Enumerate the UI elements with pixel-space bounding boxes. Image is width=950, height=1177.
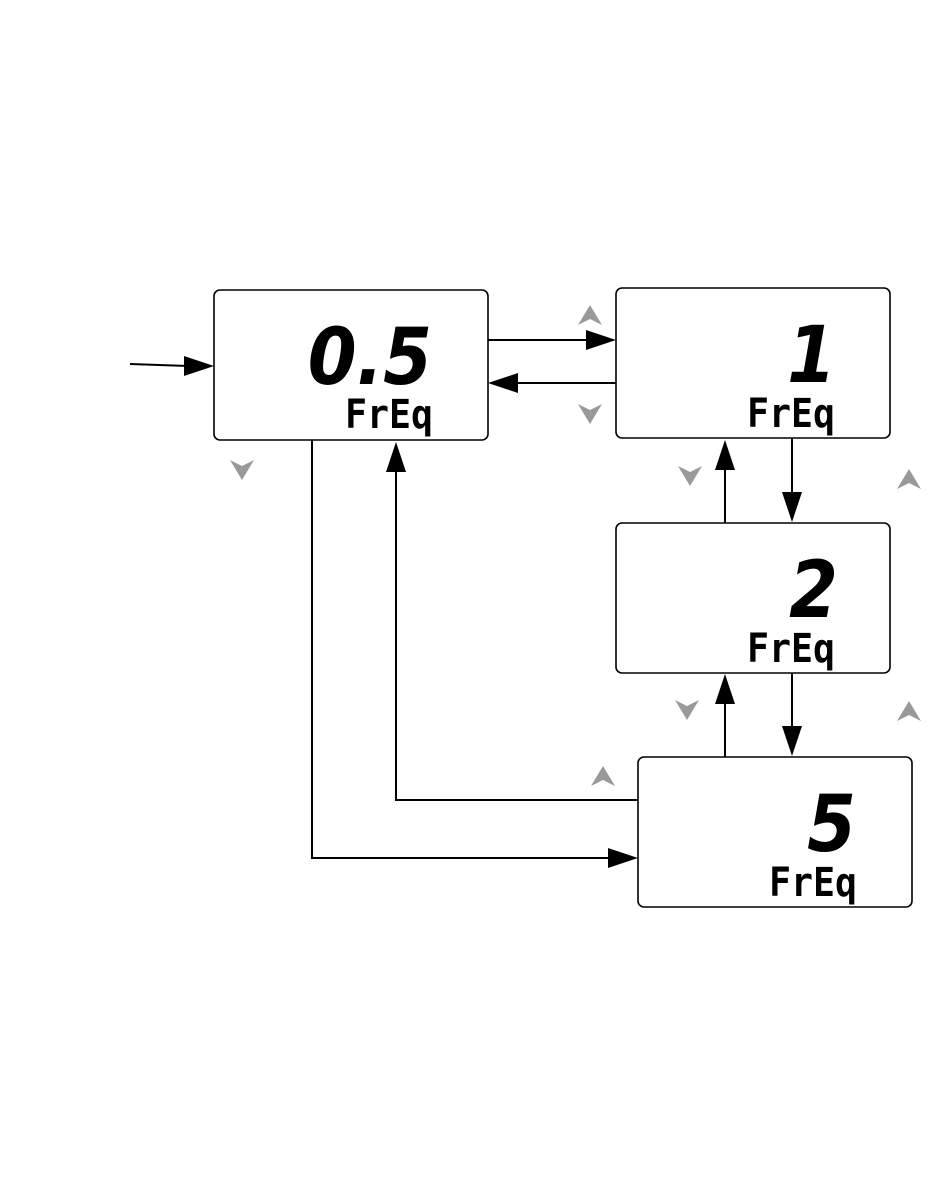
arrow-2-to-5: [782, 673, 802, 756]
display-value: 5: [807, 780, 856, 870]
display-freq-0-5: 0.5 FrEq: [214, 290, 488, 440]
display-value: 2: [789, 546, 838, 636]
arrow-5-to-0-5: [386, 442, 638, 800]
display-label: FrEq: [747, 391, 835, 437]
arrow-0-5-to-5: [312, 440, 638, 868]
up-arrow-key-icon: [897, 469, 921, 489]
display-freq-5: 5 FrEq: [638, 757, 912, 907]
display-freq-1: 1 FrEq: [616, 288, 890, 438]
arrow-5-to-2: [715, 674, 735, 757]
entry-arrow: [130, 356, 214, 376]
down-arrow-key-icon: [675, 700, 699, 720]
display-value: 0.5: [308, 313, 432, 403]
display-value: 1: [787, 311, 836, 401]
down-arrow-key-icon: [578, 404, 602, 424]
display-label: FrEq: [747, 626, 835, 672]
up-arrow-key-icon: [578, 305, 602, 325]
display-label: FrEq: [769, 860, 857, 906]
down-arrow-key-icon: [678, 466, 702, 486]
arrow-1-to-0-5: [488, 373, 616, 393]
up-arrow-key-icon: [897, 701, 921, 721]
down-arrow-key-icon: [230, 460, 254, 480]
arrow-1-to-2: [782, 438, 802, 522]
arrow-2-to-1: [715, 440, 735, 523]
up-arrow-key-icon: [591, 766, 615, 786]
arrow-0-5-to-1: [488, 330, 616, 350]
display-freq-2: 2 FrEq: [616, 523, 890, 673]
display-label: FrEq: [345, 392, 433, 438]
